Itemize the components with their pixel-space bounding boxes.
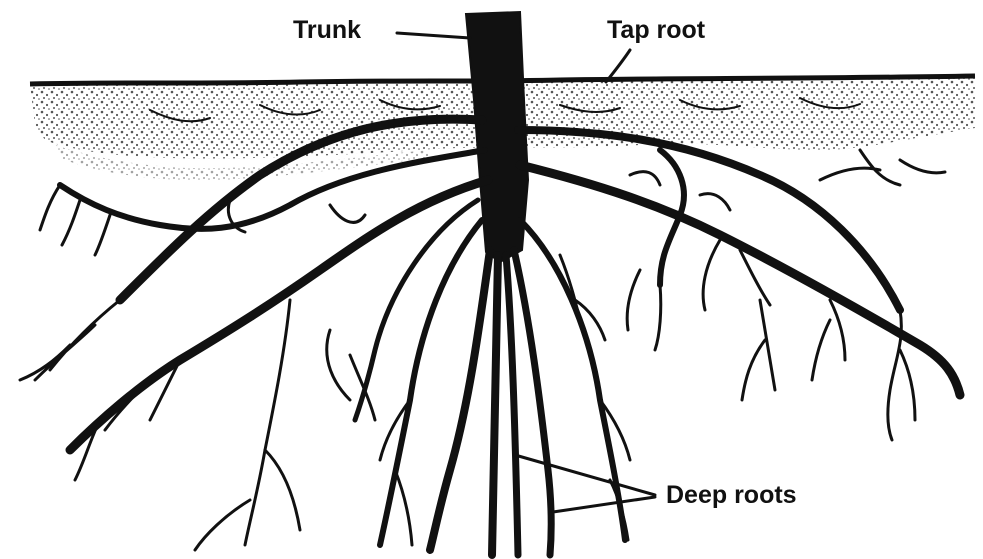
lateral-root-right-upper xyxy=(518,130,900,310)
deep-root xyxy=(492,255,498,555)
label-tap-root: Tap root xyxy=(607,16,706,44)
leader-deep-roots-2 xyxy=(553,497,655,512)
leader-deep-roots-1 xyxy=(515,455,655,495)
leader-trunk xyxy=(397,33,470,38)
lateral-root-right-main xyxy=(520,165,960,395)
label-trunk: Trunk xyxy=(293,16,361,44)
deep-roots xyxy=(355,200,625,555)
deep-root xyxy=(506,255,518,555)
label-deep-roots: Deep roots xyxy=(666,481,797,509)
